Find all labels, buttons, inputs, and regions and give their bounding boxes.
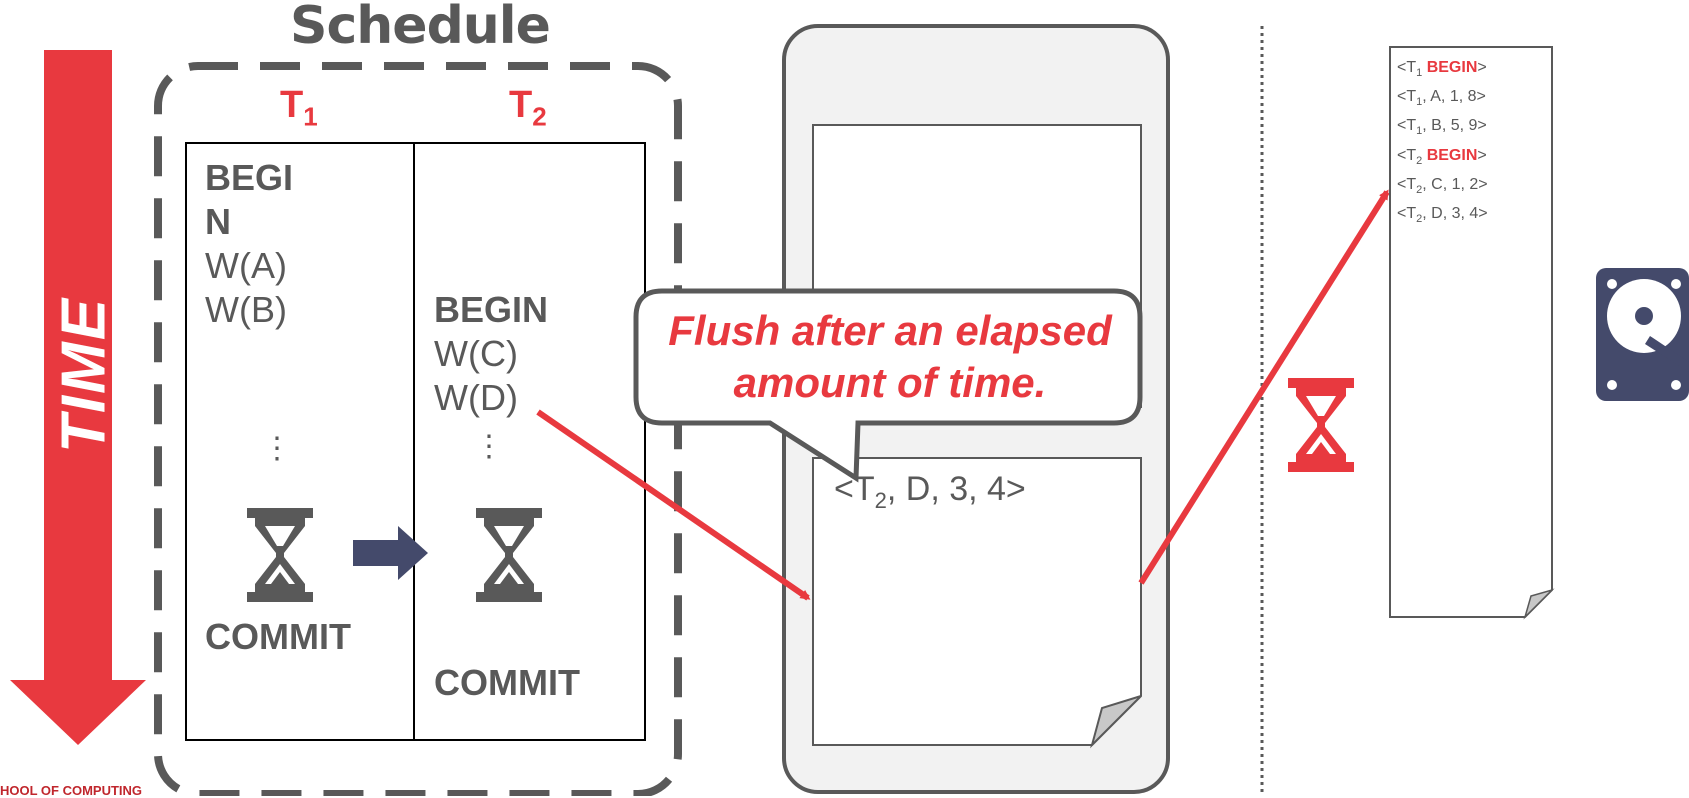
buffer-entry-suffix: , D, 3, 4>: [886, 470, 1026, 508]
disk-log-entries: <T1 BEGIN> <T1, A, 1, 8> <T1, B, 5, 9> <…: [1397, 56, 1488, 231]
time-label-text: TIME: [49, 296, 119, 454]
buffer-entry-sub: 2: [874, 487, 887, 513]
t2-header-text: T: [509, 84, 533, 126]
t1-header-text: T: [280, 84, 304, 126]
footer-text: HOOL OF COMPUTING: [0, 783, 143, 798]
t2-begin: BEGIN: [434, 289, 549, 330]
hard-drive-icon: [1596, 268, 1689, 401]
log-entry: <T2 BEGIN>: [1397, 146, 1487, 167]
right-arrow-icon: [353, 526, 428, 580]
log-entry: <T2, D, 3, 4>: [1397, 204, 1488, 226]
schedule-title: Schedule: [290, 0, 551, 56]
hourglass-icon: [1288, 378, 1354, 472]
t1-op-write-b: W(B): [205, 289, 287, 330]
log-entry: <T1, A, 1, 8>: [1397, 88, 1486, 109]
schedule-border: [154, 62, 682, 796]
t2-commit: COMMIT: [434, 662, 580, 703]
time-arrow: [10, 50, 146, 745]
t1-header: T1: [280, 84, 318, 133]
t2-op-write-d: W(D): [434, 377, 518, 418]
page-curl: [1090, 695, 1142, 749]
buffer-entry-prefix: <T: [834, 470, 875, 508]
t1-ellipsis: ⋮: [262, 432, 292, 465]
flush-arrow: [1138, 189, 1390, 585]
append-arrow: [536, 409, 811, 601]
callout-bubble: [633, 288, 1143, 483]
t2-ellipsis: ⋮: [474, 430, 504, 463]
t1-op-write-a: W(A): [205, 245, 287, 286]
t1-begin-line1: BEGI: [205, 157, 294, 198]
t2-op-write-c: W(C): [434, 333, 518, 374]
t2-header-sub: 2: [532, 101, 547, 132]
schedule-table: [185, 142, 646, 741]
t1-begin-line2: N: [205, 201, 231, 242]
callout-line-2: amount of time.: [733, 359, 1047, 406]
log-entry: <T2, C, 1, 2>: [1397, 175, 1488, 196]
t1-commit: COMMIT: [205, 616, 351, 657]
t2-header: T2: [509, 84, 547, 133]
callout-text: Flush after an elapsed amount of time.: [640, 305, 1140, 409]
log-entry: <T1 BEGIN>: [1397, 59, 1487, 80]
buffer-log-entry: <T2, D, 3, 4>: [834, 470, 1026, 514]
t1-header-sub: 1: [303, 101, 318, 132]
page-curl: [1523, 588, 1555, 620]
log-entry: <T1, B, 5, 9>: [1397, 117, 1487, 138]
callout-line-1: Flush after an elapsed: [668, 307, 1112, 354]
